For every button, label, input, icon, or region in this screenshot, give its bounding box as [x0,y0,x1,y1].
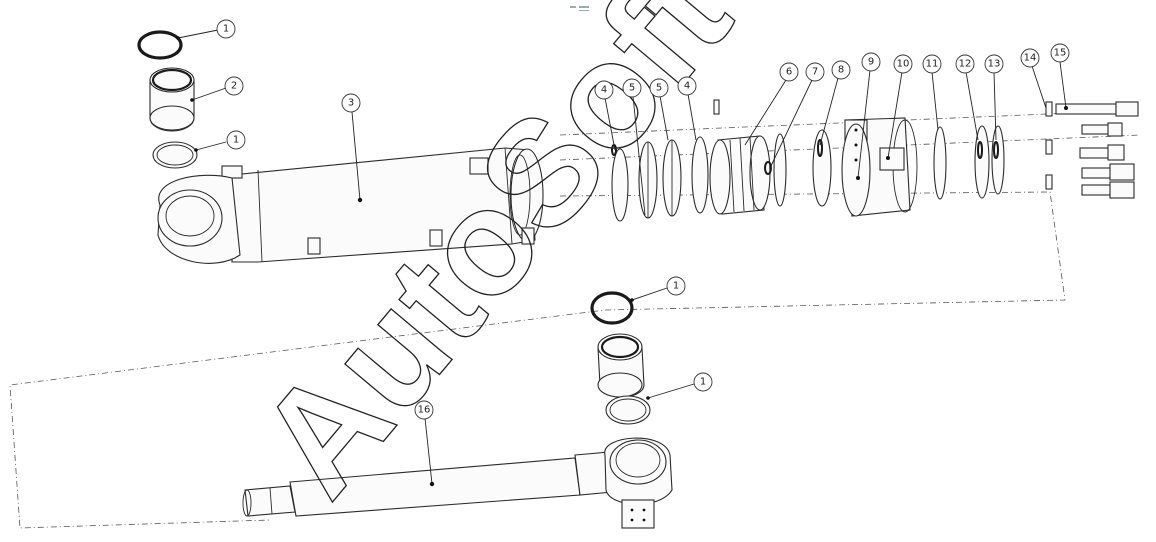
ring-12 [974,125,990,199]
callout-9: 9 [856,52,881,180]
callout-label: 2 [231,81,237,92]
callout-label: 7 [812,67,818,78]
callout-label: 16 [418,405,431,416]
seal-ring-top [137,30,183,60]
callout-label: 5 [656,83,662,94]
callout-label: 4 [601,85,607,96]
callout-1b: 1 [194,130,246,152]
callout-label: 14 [1024,53,1037,64]
spacer-7 [764,133,787,207]
cylinder-barrel [221,147,544,263]
callout-1a: 1 [176,19,236,40]
wiper-seal-11 [933,126,947,200]
callout-8: 8 [819,60,851,146]
callout-11: 11 [922,54,942,131]
callout-label: 1 [233,135,239,146]
callout-label: 10 [897,59,910,70]
callout-label: 12 [959,59,972,70]
callout-15: 15 [1050,43,1070,110]
callout-4a: 4 [594,80,616,151]
callout-label: 1 [673,281,679,292]
bolts-15 [1055,101,1139,199]
callouts: 1 2 1 3 4 5 [176,19,1070,487]
callout-label: 11 [926,59,939,70]
seal-ring-lower-top [152,141,198,169]
callout-4b: 4 [677,76,697,141]
seal-ring-middle [590,291,634,325]
callout-5a: 5 [622,78,646,216]
callout-label: 3 [348,98,354,109]
piston [709,99,771,215]
gland-head [841,117,918,217]
callout-label: 6 [786,67,792,78]
callout-16: 16 [414,400,435,487]
callout-14: 14 [1020,48,1047,109]
callout-label: 5 [629,83,635,94]
callout-13: 13 [984,54,1004,141]
ring-13 [991,125,1005,195]
callout-label: 4 [684,81,690,92]
ring-8 [812,129,832,207]
barrel-eye-end [157,174,241,264]
bushing-top [149,67,195,132]
seal-4a [611,144,629,222]
top-marker [570,6,589,11]
callout-label: 8 [838,65,844,76]
seal-ring-lower [605,395,651,425]
callout-5b: 5 [649,78,669,141]
callout-label: 13 [988,59,1001,70]
callout-12: 12 [955,54,979,141]
callout-label: 15 [1054,48,1067,59]
callout-1d: 1 [646,372,713,400]
callout-2: 2 [190,76,244,102]
callout-10: 10 [886,54,913,160]
washers-14 [1045,101,1053,190]
callout-7: 7 [769,62,825,169]
seal-4b [691,136,709,214]
rod-eye-end [604,437,673,529]
callout-3: 3 [341,93,363,203]
seal-5b [662,139,682,217]
callout-label: 1 [223,24,229,35]
callout-1c: 1 [630,276,686,302]
piston-rod [242,451,613,517]
callout-6: 6 [744,62,799,146]
bushing-lower [597,333,645,398]
callout-label: 9 [868,57,874,68]
callout-label: 1 [700,377,706,388]
